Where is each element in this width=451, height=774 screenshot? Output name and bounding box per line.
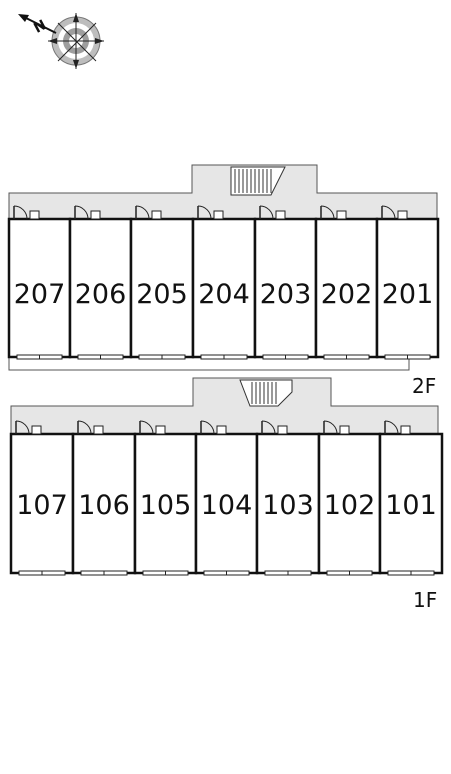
door-205-icon: [135, 205, 162, 220]
balcony-window-105: [142, 570, 189, 576]
door-103-icon: [261, 420, 288, 435]
unit-number-106: 106: [78, 490, 130, 521]
unit-number-102: 102: [324, 490, 376, 521]
unit-201: 201: [375, 205, 440, 360]
balcony-window-205: [138, 354, 186, 360]
compass-north-label: N: [31, 17, 49, 37]
unit-207: 207: [7, 205, 72, 360]
unit-number-101: 101: [385, 490, 437, 521]
balcony-window-101: [387, 570, 435, 576]
balcony-window-201: [384, 354, 431, 360]
balcony-window-203: [262, 354, 309, 360]
door-204-icon: [197, 205, 224, 220]
balcony-window-204: [200, 354, 248, 360]
door-202-icon: [320, 205, 347, 220]
door-206-icon: [74, 205, 101, 220]
unit-number-107: 107: [16, 490, 68, 521]
balcony-window-207: [16, 354, 63, 360]
unit-202: 202: [314, 205, 379, 360]
unit-number-201: 201: [382, 279, 434, 310]
staircase-1f: [239, 379, 293, 407]
door-201-icon: [381, 205, 408, 220]
floor-label-1f: 1F: [413, 588, 437, 612]
unit-number-205: 205: [136, 279, 188, 310]
unit-103: 103: [255, 420, 321, 576]
door-105-icon: [139, 420, 166, 435]
unit-number-202: 202: [321, 279, 373, 310]
floor-label-2f: 2F: [412, 374, 436, 398]
balcony-window-106: [80, 570, 128, 576]
unit-204: 204: [191, 205, 257, 360]
unit-206: 206: [68, 205, 133, 360]
unit-102: 102: [317, 420, 382, 576]
door-207-icon: [13, 205, 40, 220]
unit-number-207: 207: [14, 279, 66, 310]
unit-203: 203: [253, 205, 318, 360]
unit-number-105: 105: [140, 490, 192, 521]
unit-205: 205: [129, 205, 195, 360]
balcony-window-104: [203, 570, 250, 576]
unit-number-103: 103: [262, 490, 314, 521]
unit-number-203: 203: [260, 279, 312, 310]
staircase-2f: [230, 166, 286, 196]
floor-2f: 207 206 205 204 203 202 201 2F: [7, 164, 440, 398]
compass-rose-icon: N: [18, 13, 104, 69]
balcony-window-202: [323, 354, 370, 360]
unit-number-104: 104: [201, 490, 253, 521]
door-102-icon: [323, 420, 350, 435]
unit-number-206: 206: [75, 279, 127, 310]
floor-1f: 107 106 105 104 103 102 101 1F: [9, 377, 444, 612]
door-203-icon: [259, 205, 286, 220]
balcony-window-206: [77, 354, 124, 360]
balcony-window-102: [326, 570, 373, 576]
unit-106: 106: [71, 420, 137, 576]
unit-101: 101: [378, 420, 444, 576]
door-104-icon: [200, 420, 227, 435]
unit-105: 105: [133, 420, 198, 576]
door-106-icon: [77, 420, 104, 435]
unit-104: 104: [194, 420, 259, 576]
unit-number-204: 204: [198, 279, 250, 310]
door-101-icon: [384, 420, 411, 435]
balcony-window-103: [264, 570, 312, 576]
door-107-icon: [15, 420, 42, 435]
unit-107: 107: [9, 420, 75, 576]
balcony-window-107: [18, 570, 66, 576]
